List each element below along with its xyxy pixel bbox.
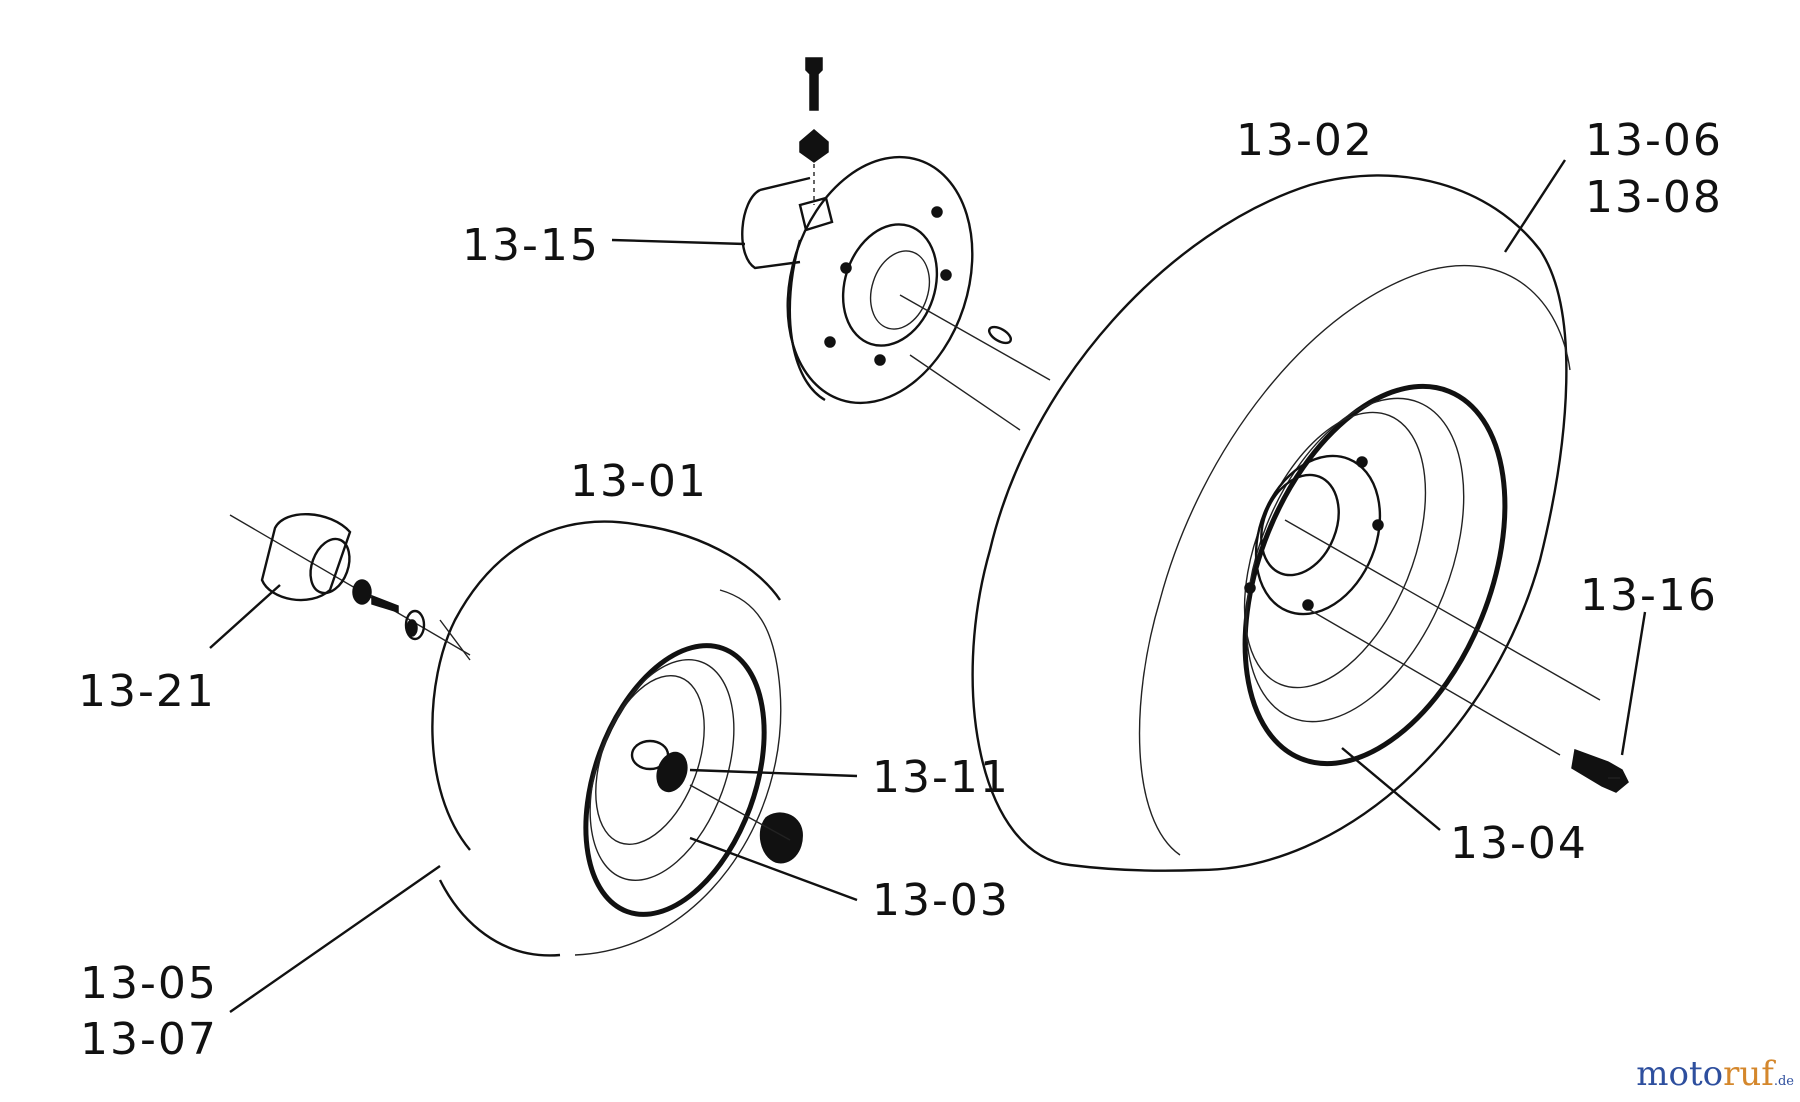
large-tire-outline <box>971 174 1568 872</box>
leader-13-16 <box>1620 611 1647 756</box>
label-13-06: 13-06 <box>1585 115 1723 166</box>
spacer-assembly <box>229 513 471 656</box>
large-hub <box>1254 454 1382 616</box>
leader-13-11 <box>689 768 858 778</box>
large-bolt-hole <box>1302 599 1314 611</box>
large-axle-line <box>1284 519 1601 701</box>
large-bolt-line <box>1309 609 1561 756</box>
label-13-07: 13-07 <box>80 1014 218 1065</box>
large-rim-ring-2 <box>1245 397 1465 723</box>
large-tire-sidewall <box>1138 264 1571 856</box>
wheel-bolt <box>1571 748 1629 793</box>
hub-bore-inner <box>869 250 931 330</box>
hub-flange-hole <box>931 206 943 218</box>
hub-assembly <box>741 57 1051 431</box>
hub-bore-outer <box>841 223 939 347</box>
hub-axle-line-2 <box>909 354 1021 431</box>
label-13-11: 13-11 <box>872 752 1010 803</box>
spacer-ring-inner <box>406 619 418 637</box>
small-tire-outline <box>431 520 781 851</box>
large-bolt-hole <box>1372 519 1384 531</box>
label-13-04: 13-04 <box>1450 818 1588 869</box>
hub-key <box>987 325 1013 345</box>
small-wheel <box>431 520 803 957</box>
hub-top-bolt <box>805 57 823 111</box>
hub-flange-edge <box>788 239 826 402</box>
label-13-05: 13-05 <box>80 958 218 1009</box>
small-axle-line-left <box>439 619 471 661</box>
wheel-bolt-body <box>1571 748 1629 793</box>
hub-axle-line <box>899 294 1051 381</box>
large-rim-ring <box>1242 383 1508 767</box>
label-13-08: 13-08 <box>1585 172 1723 223</box>
hub-flange-hole <box>840 262 852 274</box>
hub-flange-front <box>786 155 974 405</box>
small-tire-bottom <box>438 879 561 957</box>
leader-13-15 <box>611 238 746 246</box>
large-bolt-hole <box>1356 456 1368 468</box>
spacer-pin <box>371 594 399 614</box>
watermark-logo: motoruf.de <box>1636 1054 1794 1094</box>
spacer-washer <box>352 579 372 605</box>
small-rim-ring-3 <box>595 674 705 846</box>
leader-13-06 <box>1503 159 1567 253</box>
label-13-01: 13-01 <box>570 456 708 507</box>
large-bolt-hole <box>1244 582 1256 594</box>
watermark-part2: ruf <box>1723 1054 1774 1094</box>
hub-flange-hole <box>824 336 836 348</box>
large-hub-center <box>1260 473 1340 577</box>
label-13-16: 13-16 <box>1580 570 1718 621</box>
small-hub-bushing <box>656 751 688 793</box>
leader-13-04 <box>1341 747 1441 831</box>
part-labels: 13-02 13-06 13-08 13-15 13-01 13-21 13-1… <box>78 115 1723 1065</box>
hub-sleeve <box>741 176 811 270</box>
label-13-21: 13-21 <box>78 666 216 717</box>
small-hub-center <box>630 739 670 771</box>
small-rim-ring-2 <box>589 659 735 881</box>
spacer-end <box>309 537 351 595</box>
leader-13-03 <box>689 836 858 902</box>
hub-flange-hole <box>874 354 886 366</box>
leader-13-05 <box>229 865 441 1013</box>
spacer-axle-line <box>229 514 471 656</box>
small-tire-sidewall <box>574 589 782 956</box>
hub-flange-hole <box>940 269 952 281</box>
leader-13-21 <box>209 584 281 649</box>
label-13-03: 13-03 <box>872 875 1010 926</box>
label-13-02: 13-02 <box>1236 115 1374 166</box>
label-13-15: 13-15 <box>462 220 600 271</box>
watermark-part1: moto <box>1636 1054 1724 1094</box>
hub-top-nut <box>799 129 829 163</box>
hub-sleeve-nut <box>798 196 834 232</box>
watermark-part3: .de <box>1773 1074 1794 1089</box>
large-wheel <box>971 174 1601 872</box>
leader-lines <box>209 159 1647 1013</box>
small-axle-line <box>689 784 791 841</box>
spacer-ring <box>404 609 426 641</box>
small-hub-nut <box>759 812 803 864</box>
